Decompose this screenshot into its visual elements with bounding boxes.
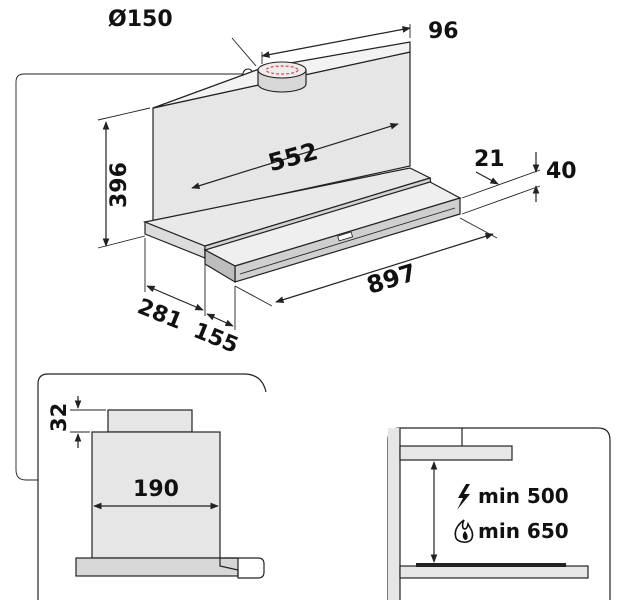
dim-line-total-width xyxy=(275,233,494,303)
label-height: 396 xyxy=(107,162,132,208)
label-panel-height: 40 xyxy=(546,159,577,184)
side-base-plate xyxy=(75,557,239,577)
hob-surface xyxy=(416,563,566,567)
dim-line-drawer-extension xyxy=(206,313,234,327)
connector-line xyxy=(15,73,248,481)
label-body-width: 190 xyxy=(133,477,179,502)
flame-icon xyxy=(454,519,474,543)
label-duct-offset: 96 xyxy=(428,19,459,44)
label-drawer-extension: 155 xyxy=(190,318,242,358)
clearance-view: min 500 min 650 xyxy=(387,427,611,600)
side-drawer-front xyxy=(219,557,265,579)
duct-collar-top xyxy=(257,61,307,79)
side-collar xyxy=(107,409,193,433)
hood-profile xyxy=(399,445,513,461)
dim-line-duct-offset xyxy=(261,26,411,58)
label-gas-clearance: min 650 xyxy=(478,519,569,543)
label-total-width: 897 xyxy=(363,258,419,299)
dim-line-depth xyxy=(191,123,399,189)
hob xyxy=(399,565,589,579)
dim-line-canopy-depth xyxy=(146,285,204,311)
dim-line-panel-thickness xyxy=(475,171,499,185)
label-panel-thickness: 21 xyxy=(474,147,505,172)
side-body xyxy=(91,431,221,559)
side-view-frame xyxy=(37,373,267,600)
label-duct-diameter: Ø150 xyxy=(108,7,173,32)
label-electric-clearance: min 500 xyxy=(478,484,569,508)
duct-highlight xyxy=(265,65,299,75)
side-view: 32 190 xyxy=(37,373,267,600)
main-isometric-view: 96 Ø150 552 396 21 40 897 281 155 xyxy=(15,7,577,481)
lightning-bolt-icon xyxy=(457,484,470,510)
drawer-side xyxy=(204,249,236,284)
label-canopy-depth: 281 xyxy=(134,294,186,334)
wall xyxy=(388,428,400,600)
label-collar-height: 32 xyxy=(47,403,71,432)
